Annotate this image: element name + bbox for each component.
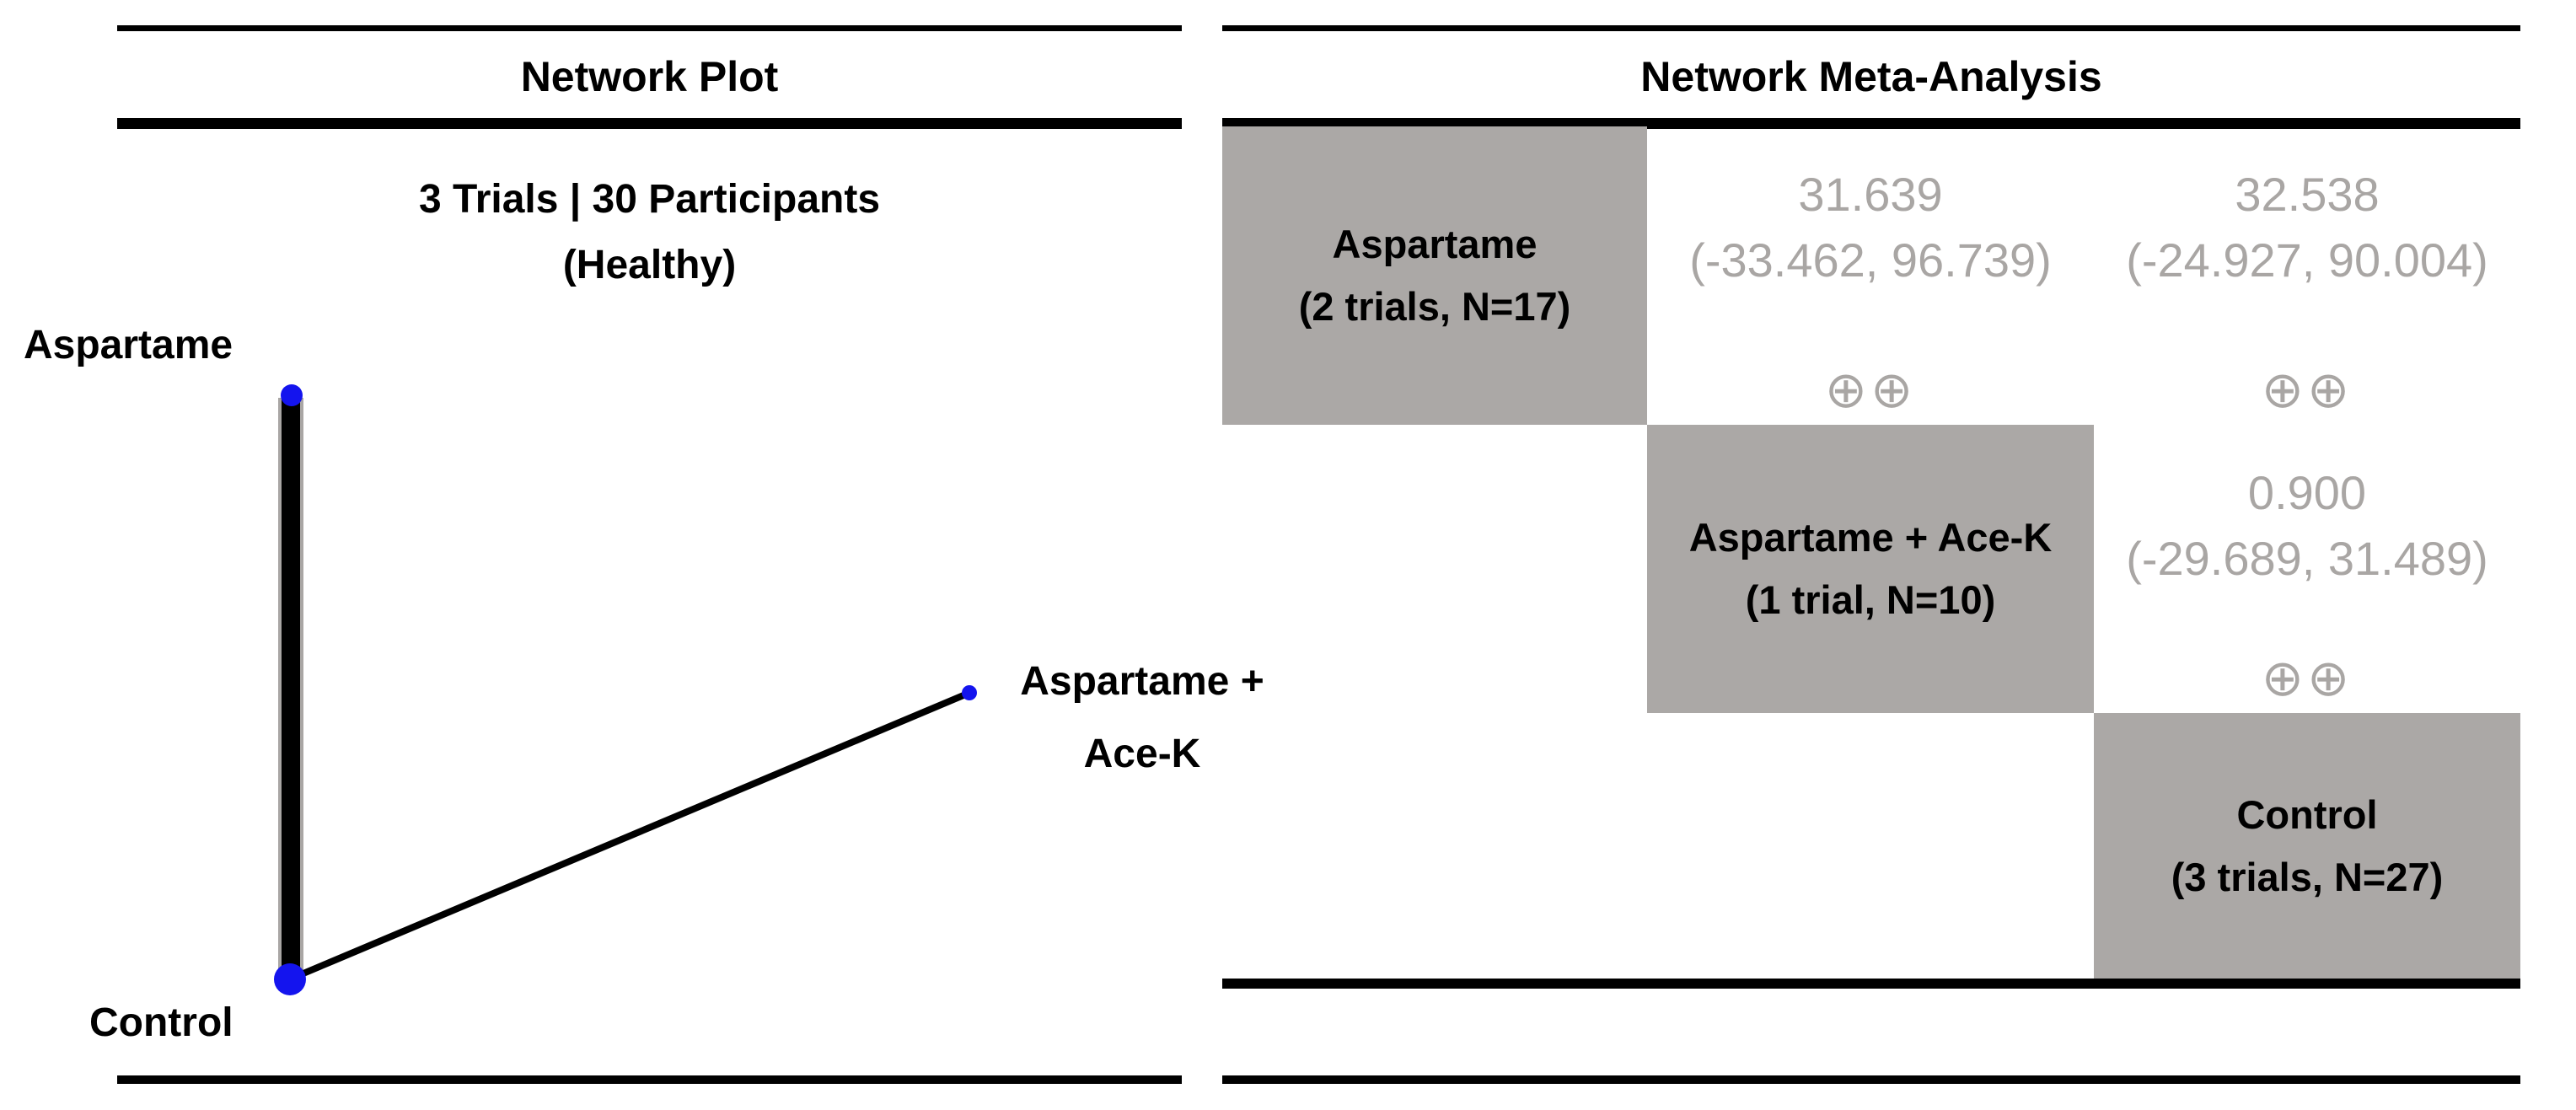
node-aspartame-acek [962, 685, 977, 700]
effect-estimate: 32.538 [2235, 168, 2380, 221]
confidence-interval: (-33.462, 96.739) [1689, 233, 2052, 287]
treatment-name: Control [2236, 791, 2378, 837]
grade-certainty-icons: ⊕⊕ [2261, 362, 2353, 418]
treatment-name: Aspartame [1332, 222, 1538, 266]
diagonal-cell-control: Control (3 trials, N=27) [2094, 713, 2520, 979]
confidence-interval: (-24.927, 90.004) [2126, 233, 2488, 287]
confidence-interval: (-29.689, 31.489) [2126, 532, 2488, 585]
diagonal-cell-aspartame-acek: Aspartame + Ace-K (1 trial, N=10) [1647, 425, 2094, 713]
treatment-name: Aspartame + Ace-K [1688, 515, 2053, 560]
right-top-rule [1222, 25, 2520, 31]
node-label-aspartame-acek-line1: Aspartame + [1020, 659, 1264, 704]
table-bottom-rule [1222, 979, 2520, 989]
left-header-rule [117, 118, 1182, 129]
diagonal-cell-aspartame: Aspartame (2 trials, N=17) [1222, 126, 1647, 425]
node-control [274, 963, 306, 995]
subtitle-line-2: (Healthy) [562, 243, 737, 287]
comparison-cell-aspartame-vs-acek: 31.639 (-33.462, 96.739) ⊕⊕ [1647, 126, 2094, 425]
treatment-detail: (2 trials, N=17) [1298, 284, 1571, 329]
effect-estimate: 0.900 [2247, 466, 2367, 519]
node-label-aspartame-acek: Aspartame + Ace-K [961, 646, 1323, 791]
right-bottom-rule [1222, 1075, 2520, 1084]
left-bottom-rule [117, 1075, 1182, 1084]
left-top-rule [117, 25, 1182, 31]
right-panel-title: Network Meta-Analysis [1640, 53, 2102, 100]
subtitle-line-1: 3 Trials | 30 Participants [418, 177, 881, 222]
left-panel-title: Network Plot [520, 53, 779, 100]
network-plot-subtitle: 3 Trials | 30 Participants (Healthy) [117, 167, 1182, 298]
effect-estimate: 31.639 [1798, 168, 1943, 221]
node-label-aspartame-acek-line2: Ace-K [1083, 732, 1201, 776]
node-label-control: Control [89, 1000, 233, 1045]
treatment-detail: (3 trials, N=27) [2171, 854, 2444, 899]
comparison-cell-aspartame-vs-control: 32.538 (-24.927, 90.004) ⊕⊕ [2094, 126, 2520, 425]
comparison-cell-acek-vs-control: 0.900 (-29.689, 31.489) ⊕⊕ [2094, 425, 2520, 713]
edge-control-aspartame-acek [292, 689, 971, 981]
treatment-detail: (1 trial, N=10) [1745, 577, 1996, 622]
table-header-rule [1222, 118, 2520, 129]
grade-certainty-icons: ⊕⊕ [1824, 362, 1917, 418]
node-aspartame [281, 384, 303, 406]
node-label-aspartame: Aspartame [24, 323, 233, 367]
grade-certainty-icons: ⊕⊕ [2261, 650, 2353, 706]
